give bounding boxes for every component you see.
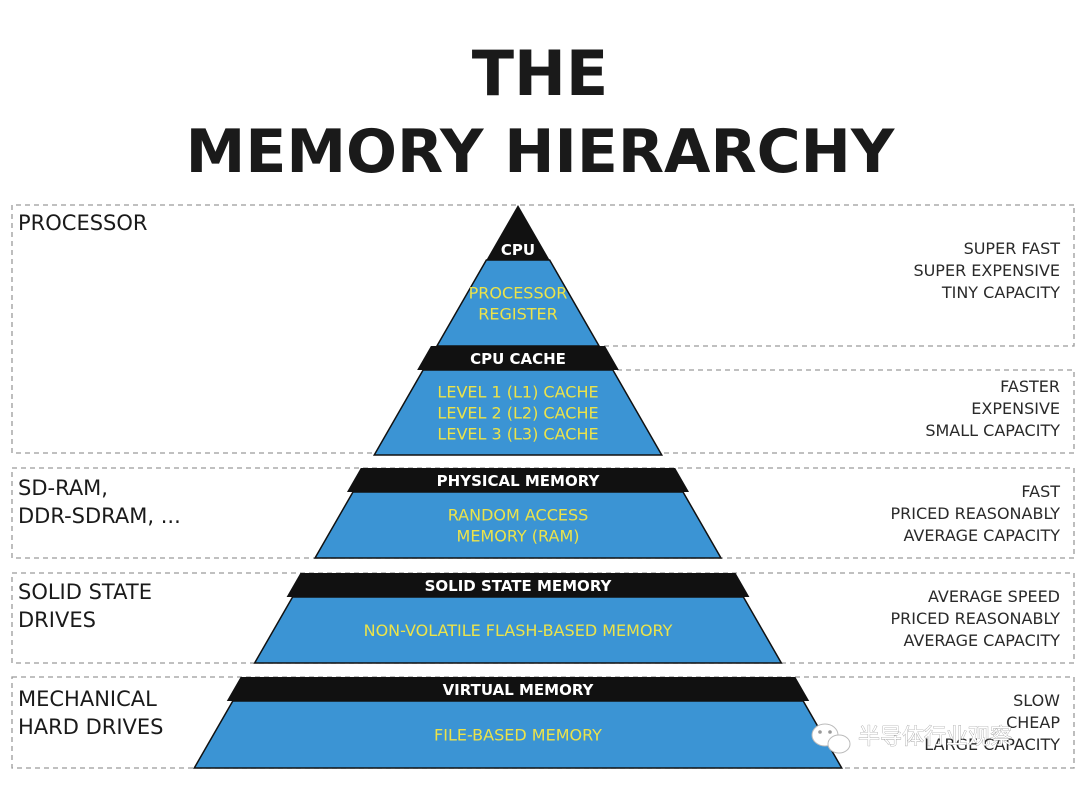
- level-body-label: LEVEL 1 (L1) CACHE: [437, 383, 598, 402]
- level-body-label: FILE-BASED MEMORY: [434, 726, 602, 745]
- tier-left-label: PROCESSOR: [18, 211, 148, 235]
- level-body-label: RANDOM ACCESS: [448, 506, 589, 525]
- level-body-label: REGISTER: [478, 305, 558, 324]
- tier-right-label: AVERAGE CAPACITY: [903, 526, 1060, 545]
- tier-left-label: SD-RAM,: [18, 476, 108, 500]
- tier-right-label: FASTER: [1000, 377, 1060, 396]
- level-body-label: PROCESSOR: [469, 284, 568, 303]
- tier-right-label: EXPENSIVE: [971, 399, 1060, 418]
- tier-right-label: PRICED REASONABLY: [890, 609, 1060, 628]
- watermark-text: 半导体行业观察: [858, 725, 1012, 750]
- level-band: [226, 677, 810, 701]
- pyramid-level: SOLID STATE MEMORY NON-VOLATILE FLASH-BAS…: [253, 573, 783, 664]
- tier-right-label: FAST: [1021, 482, 1060, 501]
- level-band-label: PHYSICAL MEMORY: [437, 472, 601, 490]
- tier-right-label: AVERAGE CAPACITY: [903, 631, 1060, 650]
- tier-right-label: AVERAGE SPEED: [928, 587, 1060, 606]
- tier-left-label: HARD DRIVES: [18, 715, 164, 739]
- level-band-label: VIRTUAL MEMORY: [443, 681, 595, 699]
- title-line-1: THE: [472, 37, 609, 110]
- level-body-label: LEVEL 3 (L3) CACHE: [437, 425, 598, 444]
- tier-left-label: DRIVES: [18, 608, 96, 632]
- level-body: [313, 491, 723, 559]
- tier-right-label: SLOW: [1013, 691, 1060, 710]
- tier-right-label: CHEAP: [1006, 713, 1060, 732]
- level-band-label: CPU: [501, 241, 535, 259]
- title-line-2: MEMORY HIERARCHY: [186, 117, 896, 187]
- tier-right-label: SMALL CAPACITY: [925, 421, 1060, 440]
- pyramid-level: CPU CACHE LEVEL 1 (L1) CACHE LEVEL 2 (L2) …: [372, 346, 664, 456]
- level-band-label: SOLID STATE MEMORY: [425, 577, 613, 595]
- tier-left-label: SOLID STATE: [18, 580, 152, 604]
- tier-right-label: TINY CAPACITY: [941, 283, 1060, 302]
- level-body-label: LEVEL 2 (L2) CACHE: [437, 404, 598, 423]
- level-body: [435, 259, 601, 347]
- level-body-label: NON-VOLATILE FLASH-BASED MEMORY: [364, 621, 673, 640]
- watermark: 半导体行业观察: [811, 723, 1012, 754]
- level-band: [417, 346, 619, 370]
- pyramid-level: PHYSICAL MEMORY RANDOM ACCESS MEMORY (RAM): [313, 468, 723, 559]
- pyramid-level: CPU PROCESSOR REGISTER: [435, 205, 601, 347]
- tier-right-label: PRICED REASONABLY: [890, 504, 1060, 523]
- level-band: [486, 205, 550, 260]
- pyramid: CPU PROCESSOR REGISTER CPU CACHE LEVEL 1 (L1…: [192, 205, 844, 769]
- level-body-label: MEMORY (RAM): [457, 527, 580, 546]
- tier-right-label: SUPER FAST: [964, 239, 1061, 258]
- level-band: [346, 468, 690, 492]
- level-band: [286, 573, 750, 597]
- tier-right-label: LARGE CAPACITY: [924, 735, 1060, 754]
- wechat-icon: [811, 723, 851, 754]
- level-band-label: CPU CACHE: [470, 350, 566, 368]
- tier-right-label: SUPER EXPENSIVE: [913, 261, 1060, 280]
- pyramid-level: VIRTUAL MEMORY FILE-BASED MEMORY: [192, 677, 844, 769]
- tier-left-label: MECHANICAL: [18, 687, 157, 711]
- tier-left-label: DDR-SDRAM, ...: [18, 504, 181, 528]
